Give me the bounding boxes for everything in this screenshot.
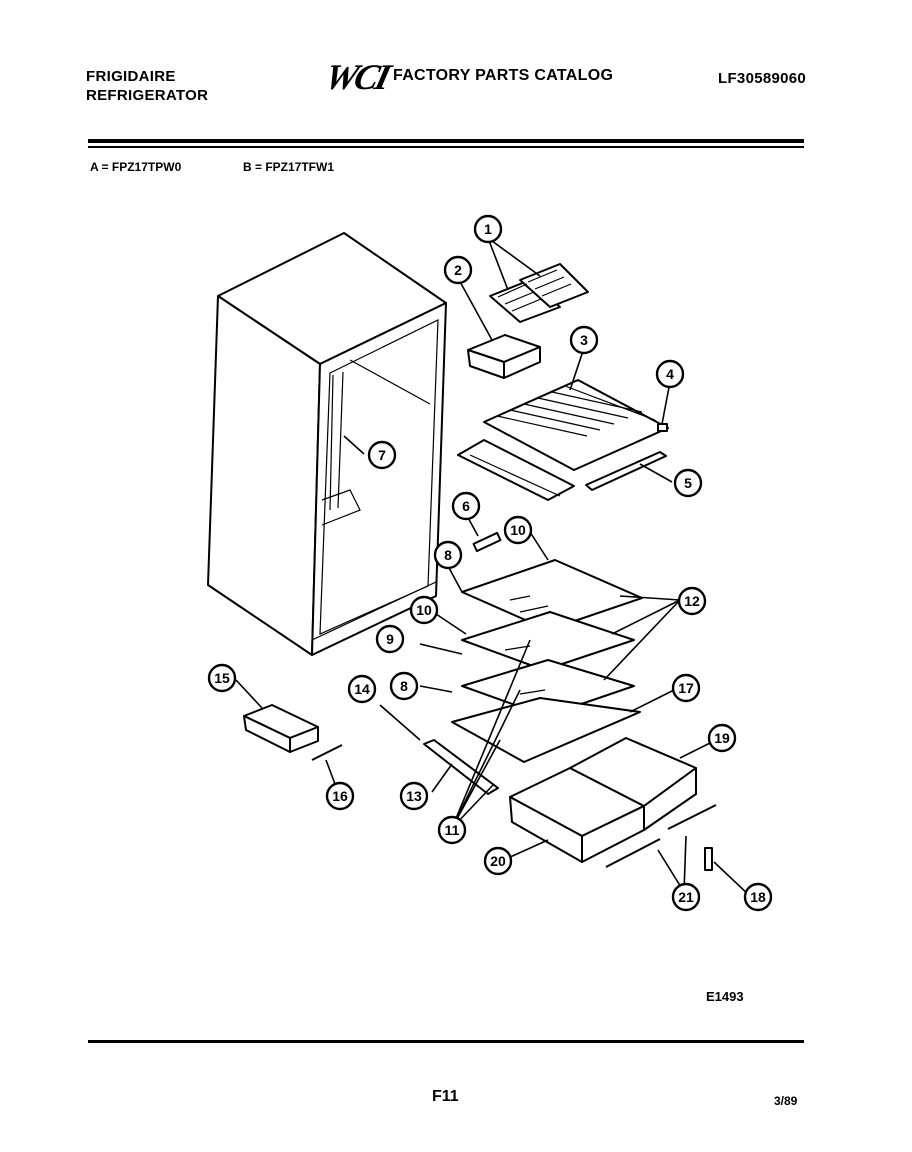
shelf-rail xyxy=(423,739,499,795)
svg-text:18: 18 xyxy=(750,889,766,905)
refrigerator-cabinet xyxy=(207,232,447,656)
svg-text:2: 2 xyxy=(454,262,462,278)
crisper-drawers xyxy=(509,737,717,871)
svg-text:10: 10 xyxy=(416,602,432,618)
svg-text:17: 17 xyxy=(678,680,694,696)
svg-text:4: 4 xyxy=(666,366,674,382)
callout-18: 18 xyxy=(743,882,773,912)
footer-rule xyxy=(88,1040,804,1043)
callout-5: 5 xyxy=(673,468,703,498)
svg-text:10: 10 xyxy=(510,522,526,538)
small-drawer xyxy=(243,704,343,761)
svg-text:3: 3 xyxy=(580,332,588,348)
catalog-title: FACTORY PARTS CATALOG xyxy=(393,67,614,84)
shelf-support xyxy=(472,531,502,553)
svg-text:19: 19 xyxy=(714,730,730,746)
svg-text:14: 14 xyxy=(354,681,370,697)
catalog-number: LF30589060 xyxy=(718,70,807,87)
callout-6: 6 xyxy=(451,491,481,521)
callout-1: 1 xyxy=(473,214,503,244)
leader-lines xyxy=(235,237,751,897)
svg-text:20: 20 xyxy=(490,853,506,869)
svg-text:21: 21 xyxy=(678,889,694,905)
callout-2: 2 xyxy=(443,255,473,285)
callout-19: 19 xyxy=(707,723,737,753)
callout-7: 7 xyxy=(367,440,397,470)
callout-3: 3 xyxy=(569,325,599,355)
callout-17: 17 xyxy=(671,673,701,703)
model-b-label: B = FPZ17TFW1 xyxy=(243,160,335,174)
callout-12: 12 xyxy=(677,586,707,616)
brand-name: FRIGIDAIRE xyxy=(86,68,176,85)
callout-8-lower: 8 xyxy=(389,671,419,701)
page-date: 3/89 xyxy=(774,1094,798,1108)
callout-10-lower: 10 xyxy=(409,595,439,625)
ice-bin xyxy=(467,334,541,379)
page-number: F11 xyxy=(432,1088,459,1105)
callout-14: 14 xyxy=(347,674,377,704)
svg-text:15: 15 xyxy=(214,670,230,686)
svg-text:5: 5 xyxy=(684,475,692,491)
callout-20: 20 xyxy=(483,846,513,876)
svg-text:8: 8 xyxy=(444,547,452,563)
callout-10-upper: 10 xyxy=(503,515,533,545)
header-rule-thin xyxy=(88,146,804,148)
svg-text:13: 13 xyxy=(406,788,422,804)
model-a-label: A = FPZ17TPW0 xyxy=(90,160,182,174)
callout-4: 4 xyxy=(655,359,685,389)
callout-11: 11 xyxy=(437,815,467,845)
header-rule xyxy=(88,139,804,143)
svg-text:6: 6 xyxy=(462,498,470,514)
ice-trays xyxy=(489,263,589,323)
fresh-food-shelves xyxy=(451,559,643,763)
svg-text:1: 1 xyxy=(484,221,492,237)
callout-9: 9 xyxy=(375,624,405,654)
svg-text:12: 12 xyxy=(684,593,700,609)
callout-15: 15 xyxy=(207,663,237,693)
freezer-shelf xyxy=(457,379,669,501)
svg-text:11: 11 xyxy=(445,822,460,838)
svg-text:9: 9 xyxy=(386,631,394,647)
callout-8-upper: 8 xyxy=(433,540,463,570)
callout-21: 21 xyxy=(671,882,701,912)
product-type: REFRIGERATOR xyxy=(86,87,209,104)
svg-text:7: 7 xyxy=(378,447,386,463)
diagram-code: E1493 xyxy=(706,989,744,1004)
svg-text:16: 16 xyxy=(332,788,348,804)
svg-text:8: 8 xyxy=(400,678,408,694)
callout-13: 13 xyxy=(399,781,429,811)
callout-16: 16 xyxy=(325,781,355,811)
